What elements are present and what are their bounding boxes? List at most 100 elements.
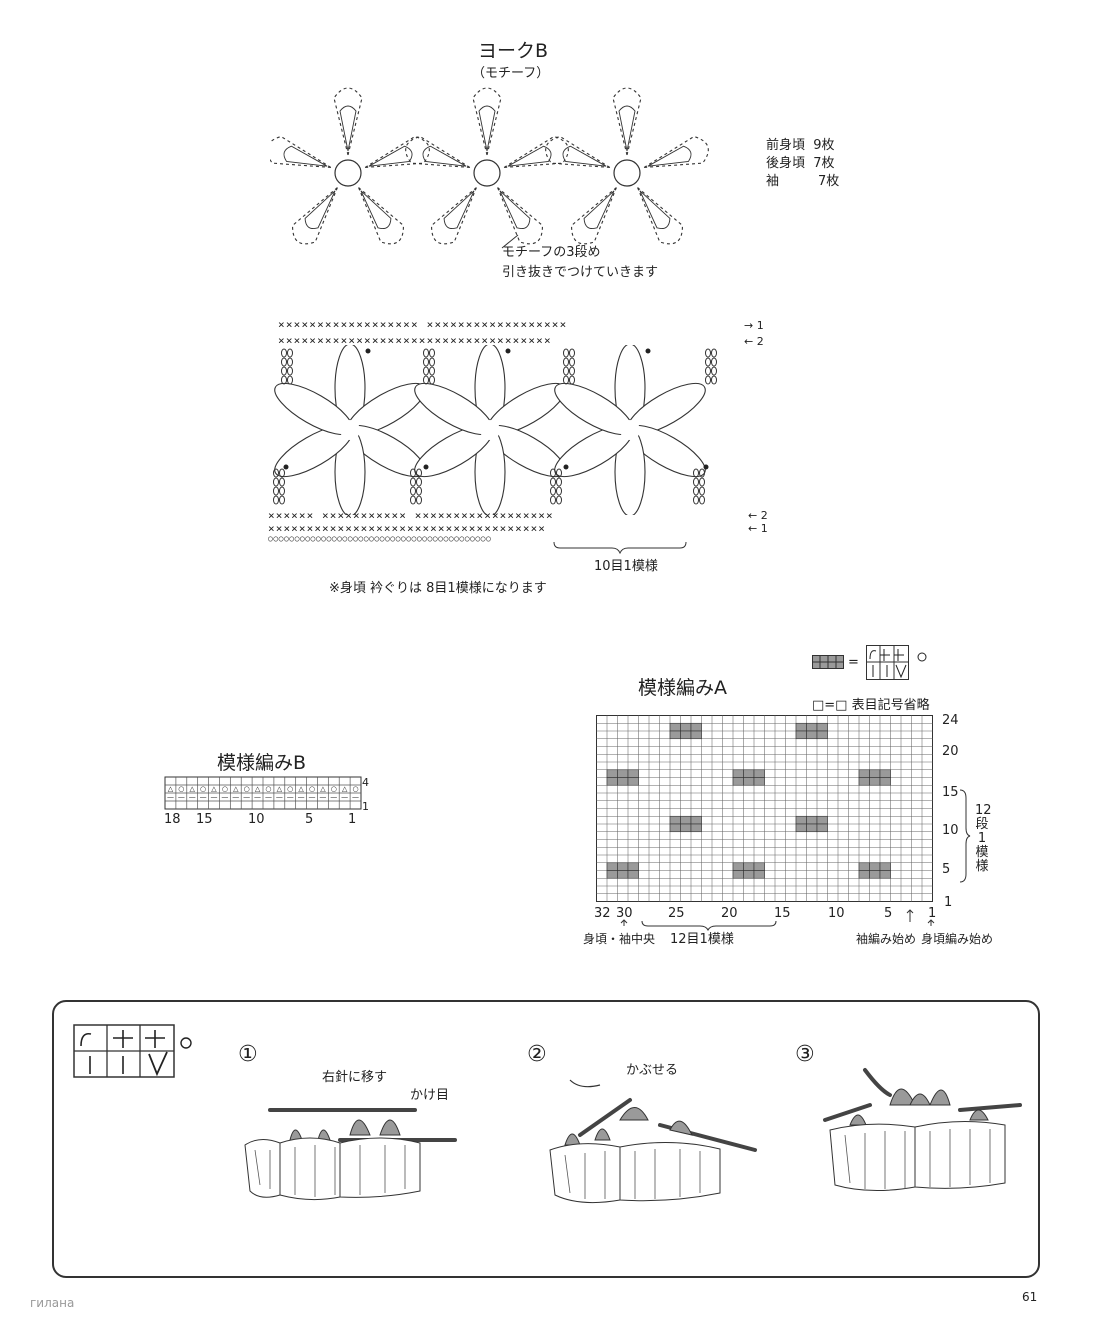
yoke-title: ヨークB [478,36,548,63]
svg-text:—: — [276,793,283,801]
pattern-a-repeat-label: 12目1模様 [670,928,734,947]
count-front-part: 前身頃 [766,138,805,153]
shaded-cell [870,871,881,879]
shaded-cell [733,871,744,879]
pattern-b-row-top: 4 [362,776,369,789]
svg-text:△: △ [298,785,304,793]
pattern-b-chart: △—○—△—○—△—○—△—○—△—○—△—○—△—○—△—○—△—○— [164,776,364,812]
count-front-qty: 9枚 [813,138,834,153]
border-row-label-bottom1-text: 1 [761,522,768,535]
shaded-cell [691,723,702,731]
shaded-cell [880,871,891,879]
svg-text:—: — [309,793,316,801]
shaded-cell [807,816,818,824]
shaded-cell [807,824,818,832]
step2-illustration [540,1075,770,1215]
pattern-b-col-15: 15 [196,812,213,827]
svg-text:○: ○ [200,785,206,793]
pattern-a-center-label: 身頃・袖中央 [583,930,655,947]
shaded-cell [691,816,702,824]
shaded-cell [744,770,755,778]
shaded-cell [859,778,870,786]
step2-number: ② [527,1042,547,1067]
svg-text:○: ○ [331,785,337,793]
border-bottom-chain: ○○○○○○○○○○○○○○○○○○○○○○○○○○○○○○○○○○○○○○○○… [268,534,491,543]
border-footnote: ※身頃 衿ぐりは 8目1模様になります [329,577,547,596]
shaded-cell [796,723,807,731]
shaded-cell [733,770,744,778]
shaded-cell [618,863,629,871]
shaded-cell [681,723,692,731]
shaded-cell [859,863,870,871]
pattern-a-title: 模様編みA [638,673,727,700]
svg-text:○: ○ [222,785,228,793]
shaded-cell [670,824,681,832]
shaded-cell [607,770,618,778]
motif-note-line1: モチーフの3段め [502,241,601,260]
border-row-label-bottom2: ← 2 [748,509,768,522]
shaded-cell [618,778,629,786]
border-repeat-brace [550,540,690,554]
svg-text:—: — [319,793,326,801]
pattern-a-sleeve-start: 袖編み始め [856,930,916,947]
svg-text:△: △ [277,785,283,793]
shaded-cell [859,770,870,778]
shaded-cell [733,863,744,871]
shaded-cell [880,778,891,786]
shaded-cell [796,824,807,832]
shaded-cell [628,863,639,871]
shaded-cell [607,863,618,871]
pattern-a-row-20: 20 [942,744,959,759]
page-number: 61 [1022,1290,1037,1304]
svg-text:△: △ [190,785,196,793]
legend-equals: = [848,655,859,670]
svg-text:—: — [341,793,348,801]
shaded-cell [754,778,765,786]
svg-text:○: ○ [353,785,359,793]
pattern-a-col-32: 32 [594,906,611,921]
pattern-a-row-15: 15 [942,785,959,800]
svg-text:—: — [352,793,359,801]
pattern-b-row-bottom: 1 [362,800,369,813]
shaded-cell [870,863,881,871]
shaded-cell [691,824,702,832]
svg-text:—: — [254,793,261,801]
shaded-cell [817,731,828,739]
pattern-a-row-10: 10 [942,823,959,838]
shaded-cell [670,731,681,739]
shaded-cell [681,816,692,824]
svg-text:—: — [200,793,207,801]
border-top-row1: ×××××××××××××××××× ×××××××××××××××××× [278,318,567,331]
count-back: 後身頃 7枚 [766,155,839,173]
border-row-label-bottom2-text: 2 [761,509,768,522]
svg-text:—: — [178,793,185,801]
svg-text:△: △ [342,785,348,793]
svg-text:—: — [298,793,305,801]
side-label-you: 様 [975,860,989,874]
shaded-cell [607,778,618,786]
svg-text:○: ○ [178,785,184,793]
border-row-label-top1-text: 1 [757,319,764,332]
shaded-cell [880,863,891,871]
pattern-b-title: 模様編みB [217,748,306,775]
svg-text:△: △ [168,785,174,793]
pattern-a-row-24: 24 [942,713,959,728]
shaded-cell [796,731,807,739]
svg-text:—: — [232,793,239,801]
pattern-b-col-5: 5 [305,812,313,827]
svg-text:△: △ [255,785,261,793]
pattern-a-row-1: 1 [944,895,952,910]
shaded-cell [880,770,891,778]
border-row-label-bottom1: ← 1 [748,522,768,535]
pattern-a-side-brace [958,788,972,884]
shaded-cell [807,731,818,739]
svg-text:—: — [243,793,250,801]
shaded-cell [628,770,639,778]
shaded-cell [670,723,681,731]
shaded-cell [744,871,755,879]
pattern-b-col-18: 18 [164,812,181,827]
svg-text:○: ○ [309,785,315,793]
svg-text:△: △ [211,785,217,793]
pattern-a-body-start: 身頃編み始め [921,930,993,947]
